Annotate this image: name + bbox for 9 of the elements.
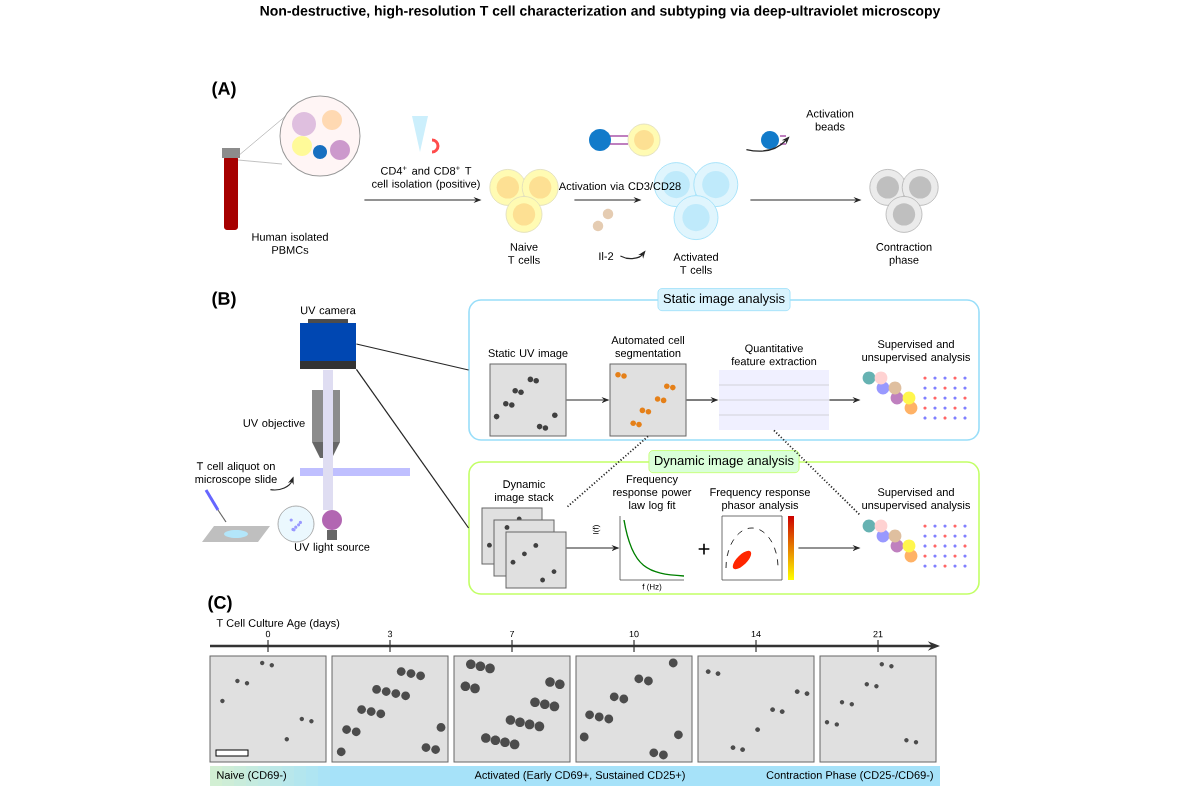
plus-sign: + [698, 543, 710, 555]
connector-line [355, 343, 470, 371]
dotted-line [565, 435, 649, 509]
panel-letter: (C) [208, 595, 232, 613]
connector-line [355, 368, 470, 529]
microscope-stage [300, 468, 410, 476]
panel-letter: (B) [212, 291, 236, 309]
panel-letter: (A) [212, 81, 236, 99]
dotted-line [773, 429, 862, 517]
